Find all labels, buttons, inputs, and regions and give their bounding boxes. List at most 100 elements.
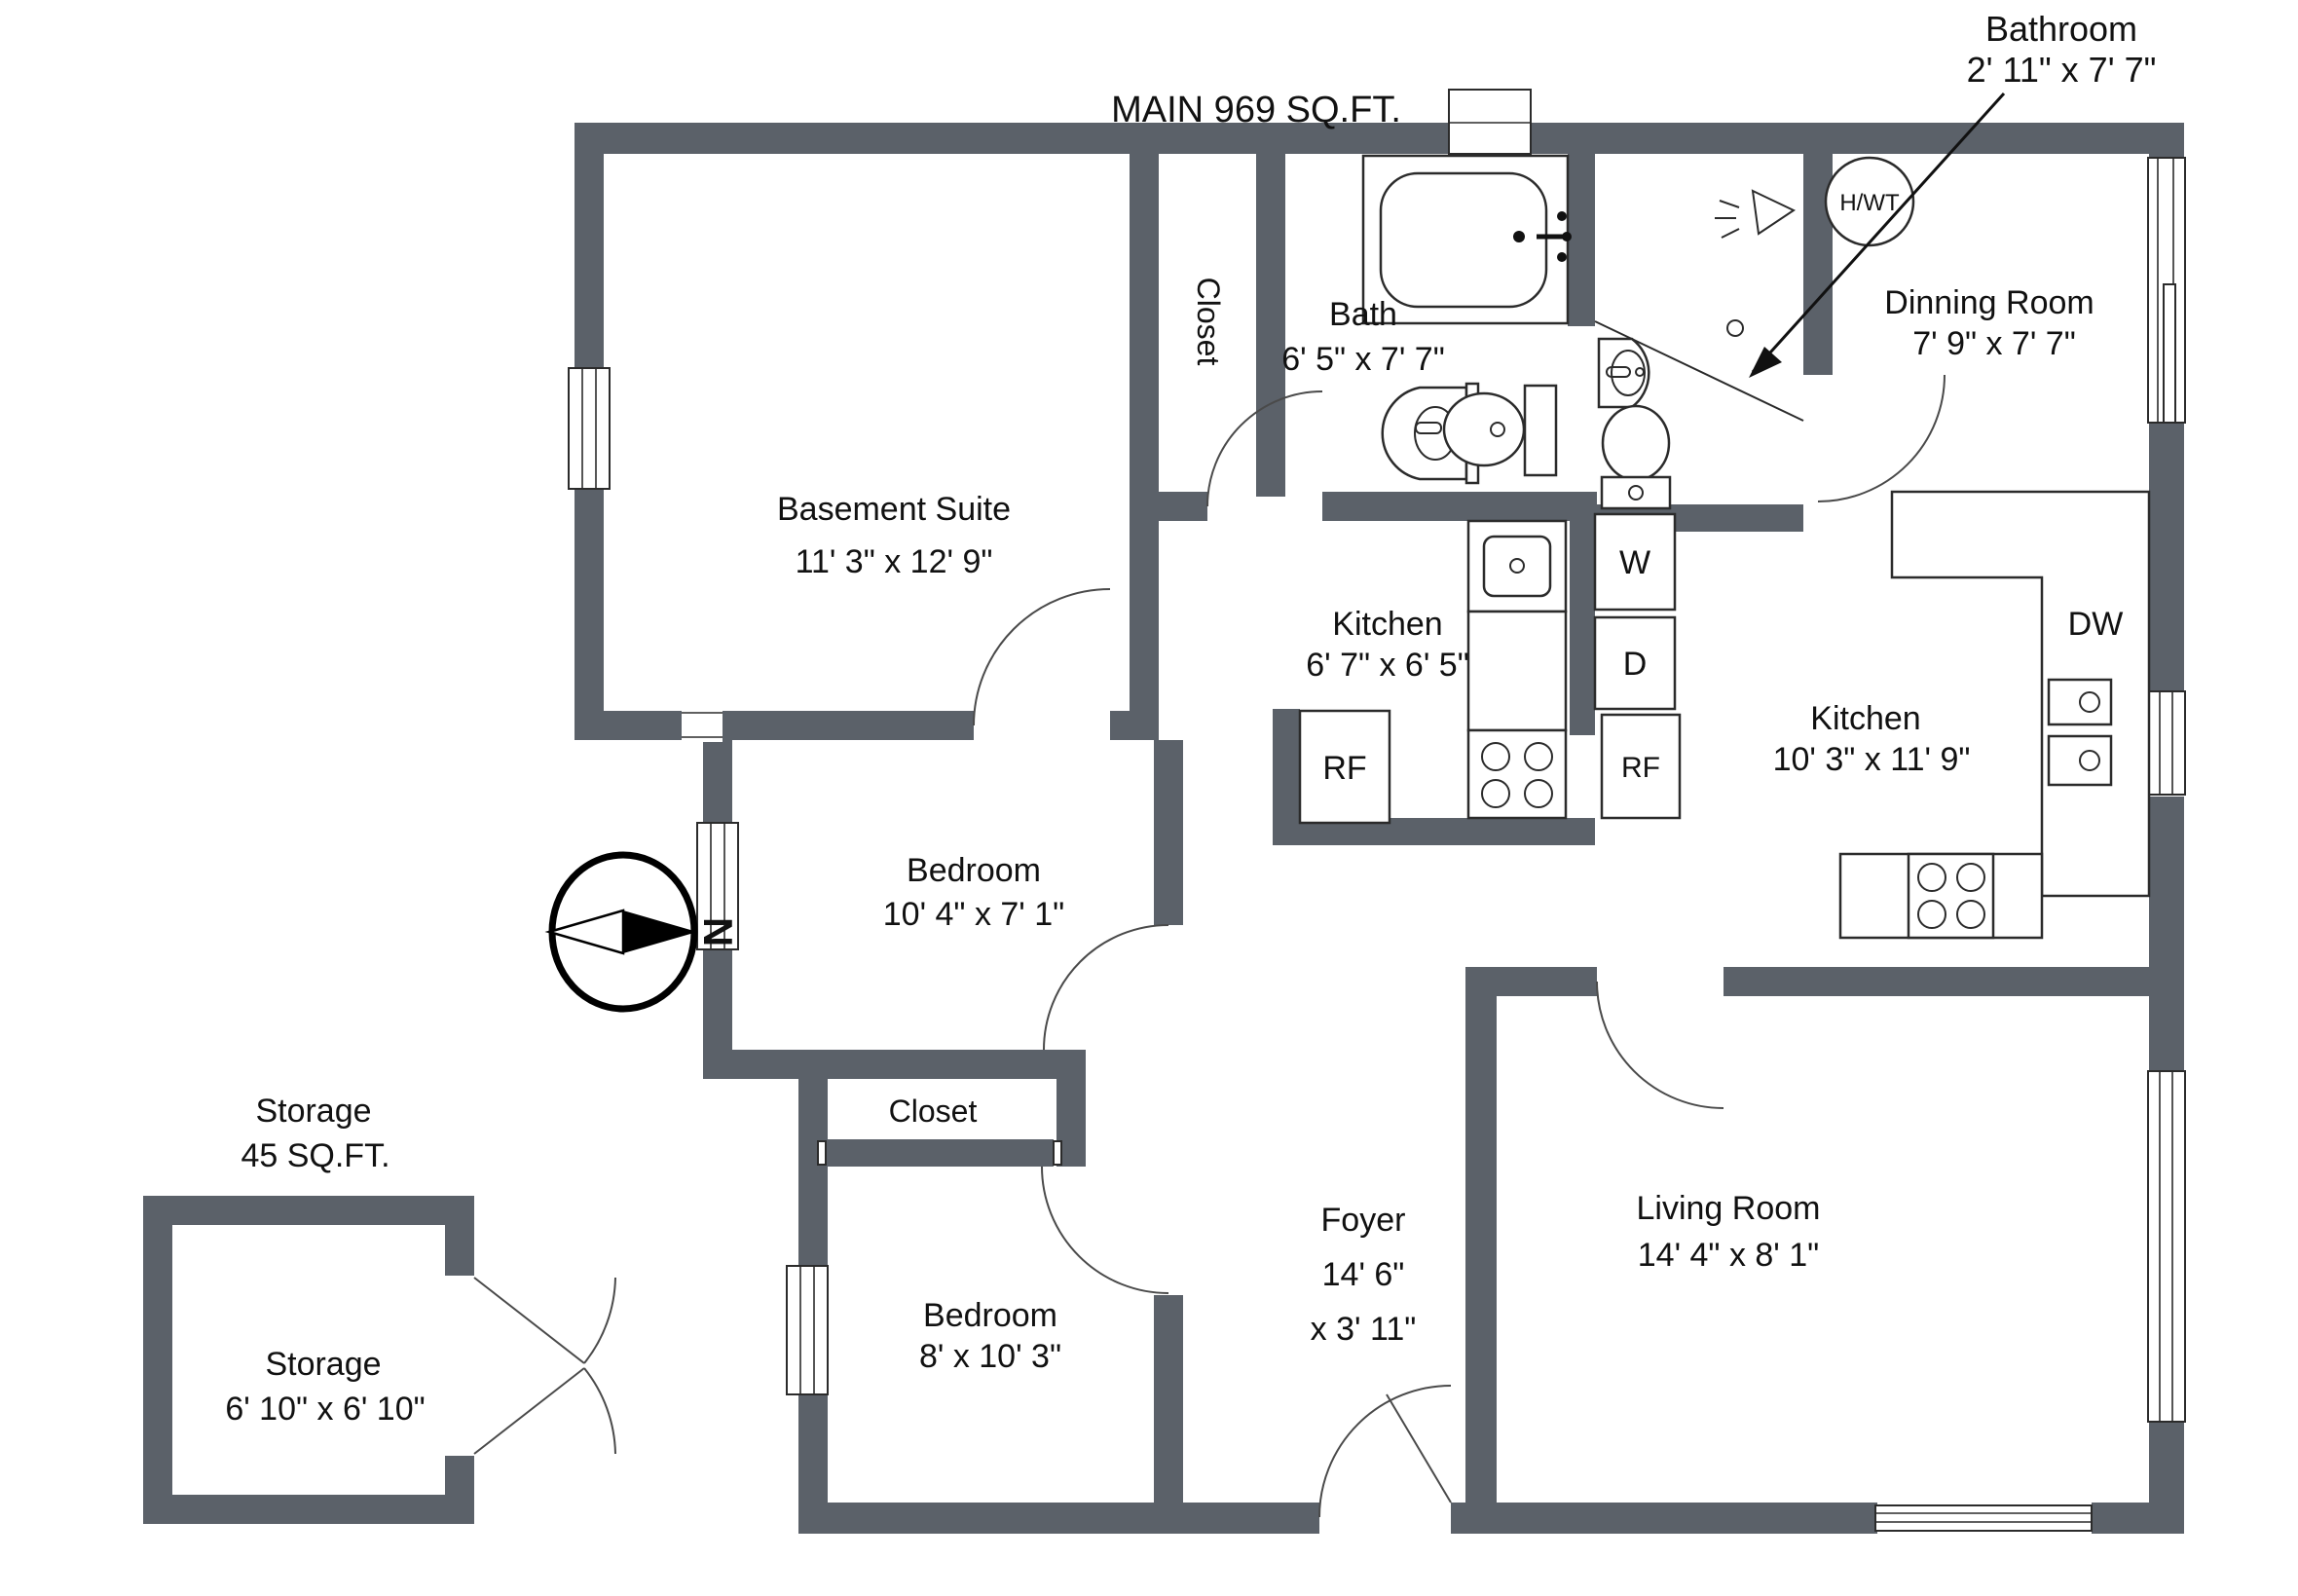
label-living-room: Living Room	[1637, 1190, 1821, 1227]
dims-kitchen-small: 6' 7" x 6' 5"	[1306, 647, 1469, 684]
dims-bedroom-upper: 10' 4" x 7' 1"	[883, 896, 1064, 933]
bathtub-icon	[1379, 171, 1548, 309]
label-kitchen-large: Kitchen	[1810, 700, 1920, 737]
dims-kitchen-large: 10' 3" x 11' 9"	[1773, 741, 1971, 778]
fixtures	[1298, 154, 2151, 940]
doors	[973, 374, 1946, 1518]
storage-door-arc-top	[583, 1277, 616, 1364]
door-arc-basement-suite	[973, 588, 1111, 726]
bath-toilet-tank-icon	[1523, 384, 1558, 477]
fridge2-box	[1600, 713, 1682, 820]
label-dishwasher: DW	[2068, 606, 2124, 643]
door-arc-bedroom-upper	[1043, 924, 1169, 1051]
dims-foyer-1: 14' 6"	[1322, 1256, 1405, 1293]
label-bedroom-lower: Bedroom	[923, 1297, 1057, 1334]
storage-wall-bottom	[143, 1495, 474, 1524]
label-dryer: D	[1623, 646, 1648, 683]
label-kitchen-small: Kitchen	[1332, 606, 1442, 643]
shower-drain-icon	[1726, 319, 1744, 337]
window-bedroom-upper	[696, 822, 739, 950]
door-arc-bath	[1206, 390, 1323, 507]
wall-tub-nook-right	[1568, 154, 1595, 326]
kitchen-small-stove	[1466, 728, 1568, 820]
fridge1-box	[1298, 709, 1391, 825]
wall-closet-upper-right	[1256, 154, 1285, 497]
shower-head-icon	[1751, 189, 1797, 236]
washer-box	[1593, 512, 1677, 612]
label-dinning: Dinning Room	[1884, 284, 2094, 321]
top-wall-vent	[1448, 89, 1532, 155]
compass-north-label: N	[695, 917, 741, 946]
callout-arrow	[1749, 92, 2006, 378]
wall-closet-lower-top	[703, 1050, 1086, 1079]
window-living-right	[2147, 1070, 2186, 1423]
label-bedroom-upper: Bedroom	[907, 852, 1041, 889]
compass-needle-tail-icon	[544, 909, 625, 955]
label-basement-suite: Basement Suite	[777, 491, 1011, 528]
wall-closet-lower-bottom	[826, 1139, 1054, 1167]
walls	[574, 123, 2184, 1534]
wall-kitchen-living-a	[1497, 967, 1597, 996]
door-leaf-foyer-entry	[1386, 1393, 1452, 1503]
wall-suite-right	[1130, 154, 1159, 740]
plan-title: MAIN 969 SQ.FT.	[1111, 90, 1401, 130]
wall-kitchen-living-b	[1724, 967, 2149, 996]
wall-bottom-a	[798, 1503, 1319, 1534]
bathroom-toilet-tank-icon	[1600, 475, 1672, 510]
storage-door-leaf-top	[473, 1277, 585, 1364]
storage-wall-left	[143, 1196, 172, 1524]
door-arc-living-room	[1596, 981, 1724, 1109]
window-living-bottom	[1874, 1504, 2093, 1532]
dims-foyer-2: x 3' 11"	[1311, 1311, 1417, 1348]
bathroom-toilet-bowl-icon	[1601, 404, 1671, 482]
dims-storage: 6' 10" x 6' 10"	[225, 1391, 425, 1428]
wall-right-b	[2149, 421, 2184, 693]
wall-bedroom-upper-right	[1154, 740, 1183, 925]
storage-walls	[143, 1196, 616, 1524]
storage-wall-right-b	[445, 1456, 474, 1524]
storage-door-arc-bottom	[583, 1367, 616, 1455]
wall-bottom-c	[2092, 1503, 2184, 1534]
dims-basement-suite: 11' 3" x 12' 9"	[796, 543, 993, 580]
wall-suite-bottom-a	[574, 711, 682, 740]
window-basement-suite	[568, 367, 611, 490]
storage-door-leaf-bottom	[473, 1367, 585, 1455]
dryer-box	[1593, 615, 1677, 711]
dims-bath: 6' 5" x 7' 7"	[1281, 341, 1445, 378]
dims-bedroom-lower: 8' x 10' 3"	[919, 1338, 1061, 1375]
bathtub-drain-icon	[1513, 231, 1525, 242]
window-kitchen	[2147, 690, 2186, 796]
wall-bottom-b	[1451, 1503, 1877, 1534]
storage-wall-right-a	[445, 1196, 474, 1276]
kitchen-small-sink-basin	[1482, 535, 1552, 598]
door-arc-foyer-entry	[1318, 1385, 1452, 1518]
arrow-head-icon	[1749, 347, 1782, 378]
storage-wall-top	[143, 1196, 474, 1225]
door-arc-dinning	[1817, 374, 1946, 502]
kitchen-large-sink1	[2047, 678, 2113, 726]
label-water-tank: H/WT	[1839, 190, 1900, 216]
wall-bath-bottom-a	[1130, 492, 1207, 521]
door-arc-bedroom-lower	[1041, 1166, 1169, 1294]
windows	[568, 89, 2186, 1532]
compass: N	[544, 851, 741, 1013]
wall-bath-bottom-b	[1322, 492, 1597, 521]
jamb-closet-left	[817, 1140, 827, 1166]
wall-right-a	[2149, 123, 2184, 161]
wall-living-left	[1465, 967, 1497, 1503]
water-tank-icon	[1824, 156, 1915, 247]
wall-top	[574, 123, 2184, 154]
labels: MAIN 969 SQ.FT. Bathroom 2' 11" x 7' 7" …	[225, 9, 2156, 1428]
wall-right-c	[2149, 797, 2184, 1073]
bath-toilet-bowl-icon	[1442, 391, 1526, 467]
wall-kitchen-divider	[1570, 492, 1595, 735]
label-foyer: Foyer	[1321, 1202, 1406, 1239]
kitchen-small-counter	[1466, 610, 1568, 732]
window-dinning-sliding-pane	[2163, 283, 2176, 424]
label-fridge-2: RF	[1621, 752, 1660, 784]
dims-living-room: 14' 4" x 8' 1"	[1638, 1237, 1819, 1274]
label-storage-inner: Storage	[265, 1346, 381, 1383]
jamb-closet-right	[1053, 1140, 1062, 1166]
